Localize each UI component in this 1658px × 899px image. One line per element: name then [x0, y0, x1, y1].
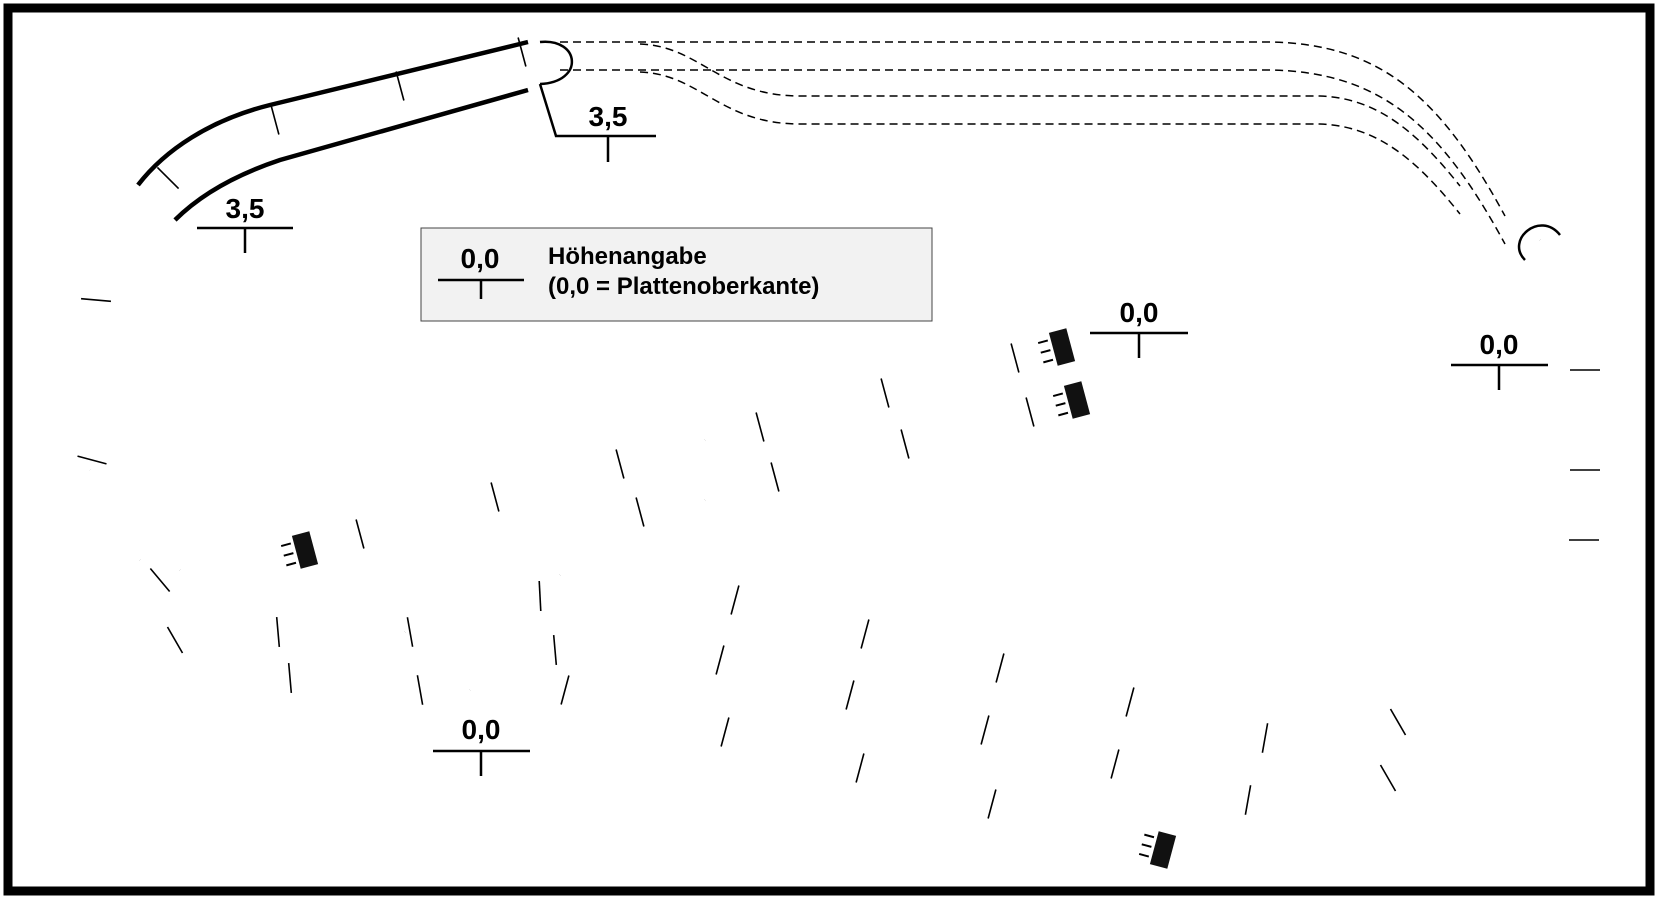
track-joint — [287, 662, 293, 694]
legend-title: Höhenangabe — [548, 243, 707, 270]
track-joint — [1125, 687, 1135, 717]
track-joint — [720, 717, 730, 747]
upper-track-curve — [64, 107, 279, 581]
track-joint — [416, 675, 424, 705]
legend-note: (0,0 = Plattenoberkante) — [548, 273, 819, 300]
track-joint — [635, 497, 645, 527]
end-loop-right — [1517, 224, 1561, 261]
height-marker-right-value: 0,0 — [1480, 329, 1519, 360]
track-joint — [1110, 749, 1120, 779]
track-joint — [715, 645, 725, 675]
track-joint — [770, 462, 780, 492]
track-joint — [1389, 708, 1407, 736]
track-joint — [980, 715, 990, 745]
track-joint — [395, 71, 405, 101]
track-joint — [1010, 343, 1020, 373]
track-joint — [552, 634, 558, 666]
track-joint — [538, 580, 542, 612]
track-joint — [355, 519, 365, 549]
track-joint — [755, 412, 765, 442]
track-joint — [77, 455, 107, 465]
height-marker-yard: 0,0 — [1090, 297, 1188, 358]
yard-connection — [401, 427, 708, 644]
height-marker-upper: 3,5 — [538, 83, 656, 162]
height-marker-right: 0,0 — [1451, 329, 1548, 390]
track-joint — [615, 449, 625, 479]
track-joint — [560, 675, 570, 705]
yard-track-lower — [636, 387, 1079, 525]
height-marker-left-value: 3,5 — [226, 193, 265, 224]
track-joint — [845, 680, 855, 710]
end-loop-upper — [539, 40, 574, 86]
track-joint — [860, 619, 870, 649]
track-joint — [490, 482, 500, 512]
track-joint — [166, 626, 184, 654]
height-marker-bottom: 0,0 — [433, 714, 530, 776]
track-joint — [1244, 785, 1252, 815]
track-joint — [900, 429, 910, 459]
track-joint — [149, 567, 171, 593]
track-joint — [1261, 723, 1269, 753]
height-marker-left: 3,5 — [197, 193, 293, 253]
bumper-siding — [1138, 831, 1177, 869]
track-joint — [987, 789, 997, 819]
upper-track-thick-edge — [136, 39, 529, 187]
track-joint — [406, 617, 414, 647]
track-joint — [156, 166, 180, 190]
siding-track — [467, 672, 1169, 865]
track-joint — [275, 616, 281, 648]
upper-track-thick-edge-2 — [173, 87, 529, 222]
height-marker-upper-value: 3,5 — [589, 101, 628, 132]
inner-loop — [77, 468, 1588, 816]
yard-crossover — [551, 487, 708, 585]
height-marker-bottom-value: 0,0 — [462, 714, 501, 745]
track-layer — [64, 37, 1600, 869]
legend: 0,0 Höhenangabe (0,0 = Plattenoberkante) — [420, 227, 933, 322]
legend-box — [420, 227, 933, 322]
height-marker-yard-value: 0,0 — [1120, 297, 1159, 328]
track-joint — [270, 105, 280, 135]
bumper-yard-upper-right — [1037, 328, 1076, 366]
track-joint — [80, 297, 112, 303]
track-joint — [1025, 397, 1035, 427]
bumper-yard-left — [280, 531, 319, 569]
hidden-track-upper — [560, 41, 1506, 245]
track-joint — [880, 378, 890, 408]
hidden-track-lower — [639, 43, 1461, 215]
legend-height-value: 0,0 — [461, 243, 500, 274]
track-joint — [995, 653, 1005, 683]
track-joint — [730, 585, 740, 615]
track-joint — [1379, 764, 1397, 792]
bumper-yard-lower-right — [1052, 381, 1091, 419]
track-joint — [855, 753, 865, 783]
track-joint — [517, 37, 527, 67]
